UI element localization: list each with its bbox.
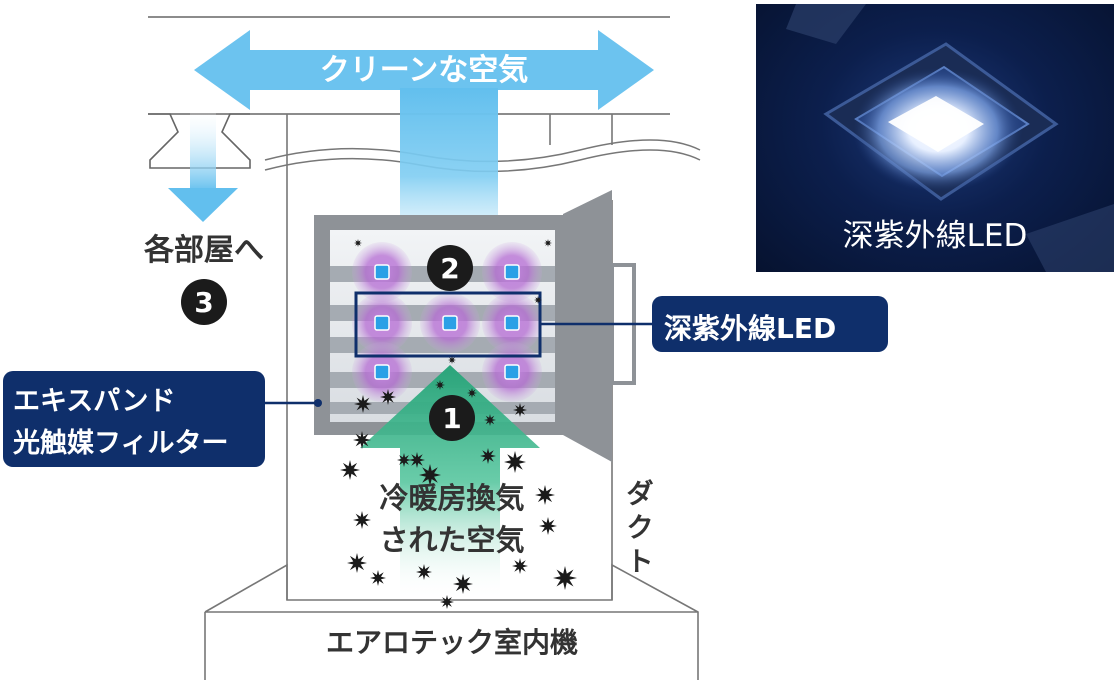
led-chip-icon: [374, 264, 390, 280]
to-rooms-arrow-head: [168, 188, 238, 222]
contaminant-particle-icon: [354, 239, 362, 247]
contaminant-particle-icon: [480, 448, 496, 464]
duct-label-char3: ト: [627, 547, 654, 578]
led-label-text: 深紫外線LED: [664, 312, 837, 345]
filter-label-line2: 光触媒フィルター: [13, 428, 229, 459]
contaminant-particle-icon: [347, 553, 367, 573]
contaminant-particle-icon: [353, 511, 371, 529]
contaminant-particle-icon: [484, 414, 496, 426]
indoor-unit-outline: [204, 563, 699, 680]
led-chip-icon: [374, 364, 390, 380]
step2-number: 2: [440, 252, 459, 285]
step2-marker-icon: [427, 245, 473, 291]
filter-label-box: エキスパンド 光触媒フィルター: [3, 371, 265, 467]
duct-label-char1: ダ: [627, 478, 654, 510]
led-photo-caption: 深紫外線LED: [842, 218, 1028, 254]
step3-number: 3: [194, 286, 213, 319]
step1-number: 1: [442, 402, 461, 435]
contaminant-particle-icon: [504, 451, 526, 473]
contaminant-particle-icon: [513, 403, 527, 417]
contaminant-particle-icon: [340, 460, 360, 480]
led-chip-icon: [504, 315, 520, 331]
contaminant-particle-icon: [448, 356, 456, 364]
inflow-label-line1: 冷暖房換気: [379, 481, 524, 515]
led-photo: 深紫外線LED: [756, 4, 1114, 272]
led-chip-icon: [442, 315, 458, 331]
contaminant-particle-icon: [553, 566, 577, 590]
contaminant-particle-icon: [539, 517, 557, 535]
step3-marker-icon: [181, 279, 227, 325]
contaminant-particle-icon: [354, 395, 372, 413]
duct-side-panel: [563, 190, 612, 462]
duct-label-char2: ク: [627, 513, 654, 544]
inflow-label-line2: された空気: [379, 523, 524, 557]
contaminant-particle-icon: [416, 564, 432, 580]
filter-label-line1: エキスパンド: [13, 386, 176, 417]
contaminant-particle-icon: [435, 380, 445, 390]
contaminant-particle-icon: [419, 464, 441, 486]
filter-leader-dot: [314, 399, 322, 407]
contaminant-particle-icon: [453, 574, 473, 594]
contaminant-particle-icon: [370, 570, 386, 586]
inflow-air-arrow: [360, 365, 540, 600]
contaminant-particle-icon: [409, 452, 425, 468]
to-rooms-arrow-shaft: [190, 112, 216, 192]
led-chip-icon: [374, 315, 390, 331]
contaminant-particle-icon: [535, 485, 555, 505]
led-chip-icon: [504, 364, 520, 380]
contaminant-particle-icon: [512, 558, 528, 574]
led-label-box: 深紫外線LED: [652, 296, 888, 352]
contaminant-particle-icon: [467, 388, 477, 398]
clean-air-double-arrow: [194, 30, 654, 110]
contaminant-particle-icon: [380, 389, 396, 405]
contaminant-particle-icon: [544, 239, 552, 247]
contaminant-particle-icon: [353, 431, 371, 449]
contaminant-particles: [340, 239, 577, 609]
indoor-unit-label: エアロテック室内機: [326, 626, 578, 659]
contaminant-particle-icon: [440, 595, 454, 609]
contaminant-particle-icon: [397, 453, 411, 467]
step1-marker-icon: [429, 395, 475, 441]
led-photo-illustration: [786, 4, 1114, 272]
to-rooms-label: 各部屋へ: [143, 233, 264, 268]
led-chip-icon: [504, 264, 520, 280]
clean-air-label: クリーンな空気: [320, 53, 529, 88]
contaminant-particle-icon: [534, 296, 542, 304]
